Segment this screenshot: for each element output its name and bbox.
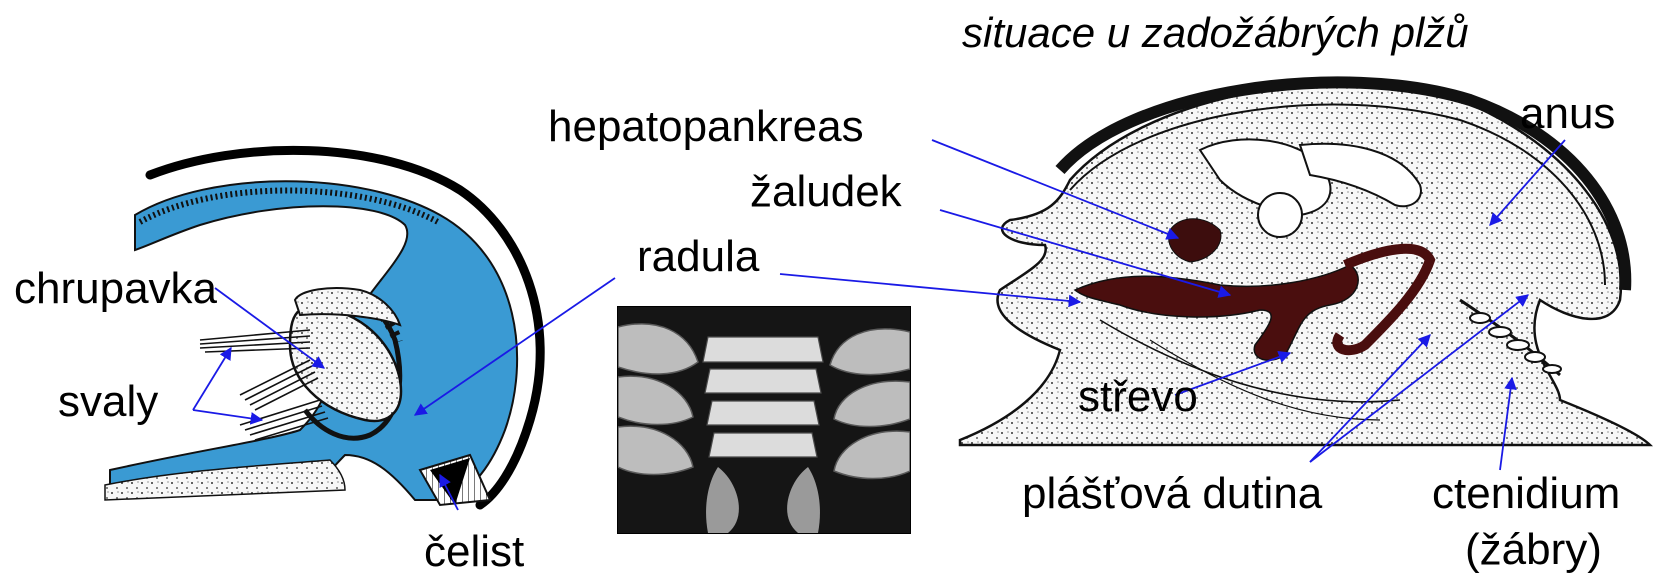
label-zabry: (žábry)	[1465, 528, 1602, 572]
label-chrupavka: chrupavka	[14, 267, 217, 311]
label-radula: radula	[637, 235, 759, 279]
diagram-title: situace u zadožábrých plžů	[962, 12, 1469, 54]
label-plastova-dutina: plášťová dutina	[1022, 472, 1322, 516]
label-strevo: střevo	[1078, 375, 1198, 419]
label-ctenidium: ctenidium	[1432, 472, 1620, 516]
label-zaludek: žaludek	[750, 170, 902, 214]
label-hepatopankreas: hepatopankreas	[548, 105, 864, 149]
label-anus: anus	[1520, 92, 1615, 136]
radula-sem-photo	[617, 306, 911, 534]
label-svaly: svaly	[58, 380, 158, 424]
label-celist: čelist	[424, 530, 524, 574]
